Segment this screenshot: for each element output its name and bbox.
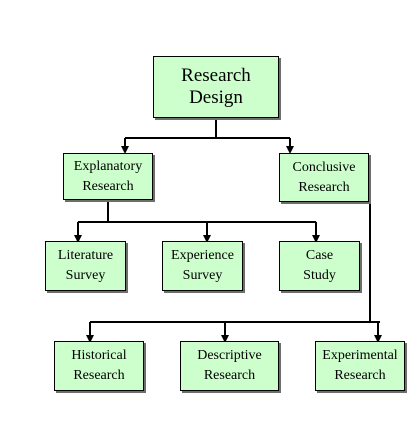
node-research-design: Research Design [153,56,279,118]
node-label: Experience Survey [171,248,234,283]
node-label: Literature Survey [57,248,114,283]
node-experimental-research: Experimental Research [315,341,405,391]
node-experience-survey: Experience Survey [162,241,243,291]
node-descriptive-research: Descriptive Research [180,341,279,391]
node-label: Case Study [303,248,336,283]
node-label: Descriptive Research [197,348,262,383]
node-label: Conclusive Research [292,159,356,195]
node-label: Experimental Research [322,348,398,383]
node-conclusive-research: Conclusive Research [279,153,369,202]
node-historical-research: Historical Research [54,341,144,391]
node-explanatory-research: Explanatory Research [63,153,153,200]
node-label: Historical Research [71,348,127,383]
node-case-study: Case Study [279,241,360,291]
node-literature-survey: Literature Survey [45,241,126,291]
node-label: Explanatory Research [73,158,143,194]
node-label: Research Design [181,65,251,108]
